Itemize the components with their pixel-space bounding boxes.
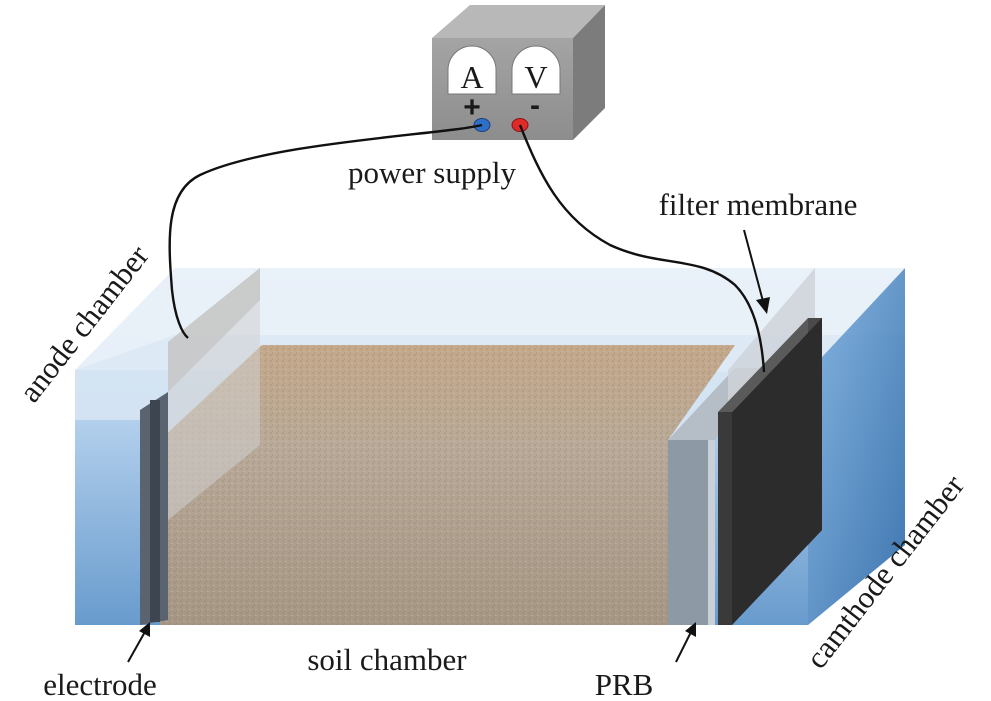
electrode-arrow-head bbox=[139, 622, 150, 637]
positive-sign: + bbox=[463, 91, 481, 124]
negative-sign: - bbox=[530, 89, 540, 122]
tank-right-face bbox=[808, 268, 905, 625]
ammeter-label: A bbox=[460, 59, 483, 95]
power-supply: A V + - bbox=[432, 5, 605, 140]
anode-chamber-water bbox=[75, 420, 160, 625]
anode-electrode bbox=[140, 268, 260, 625]
membrane-front bbox=[718, 412, 732, 625]
prb-arrow-head bbox=[685, 622, 696, 637]
anode-wire bbox=[168, 123, 483, 339]
anode-electrode-strip bbox=[150, 400, 160, 622]
electrode-arrow-line bbox=[127, 629, 147, 663]
voltmeter-dial bbox=[511, 45, 561, 95]
electrode-label: electrode bbox=[43, 667, 157, 701]
soil-chamber-label: soil chamber bbox=[307, 642, 467, 677]
membrane-face bbox=[732, 318, 822, 625]
membrane-top bbox=[718, 318, 822, 412]
cathode-wire bbox=[518, 124, 766, 373]
membrane-arrow-head bbox=[756, 297, 770, 314]
soil-front-grain bbox=[160, 440, 668, 625]
soil-top-grain bbox=[160, 345, 735, 440]
filter-membrane bbox=[718, 268, 822, 625]
soil-block bbox=[160, 345, 735, 625]
prb-front bbox=[668, 440, 715, 625]
anode-electrode-body bbox=[168, 268, 260, 520]
voltmeter-label: V bbox=[524, 59, 547, 95]
prb-arrow-line bbox=[675, 629, 693, 663]
power-supply-label: power supply bbox=[348, 155, 516, 190]
pointer-arrows bbox=[127, 229, 770, 663]
filter-membrane-label: filter membrane bbox=[659, 187, 858, 222]
prb-edge bbox=[708, 440, 715, 625]
power-supply-side bbox=[573, 5, 605, 140]
membrane-arrow-line bbox=[743, 229, 765, 306]
prb-label: PRB bbox=[595, 667, 654, 701]
power-supply-top bbox=[432, 5, 605, 38]
ammeter-dial bbox=[447, 45, 497, 95]
